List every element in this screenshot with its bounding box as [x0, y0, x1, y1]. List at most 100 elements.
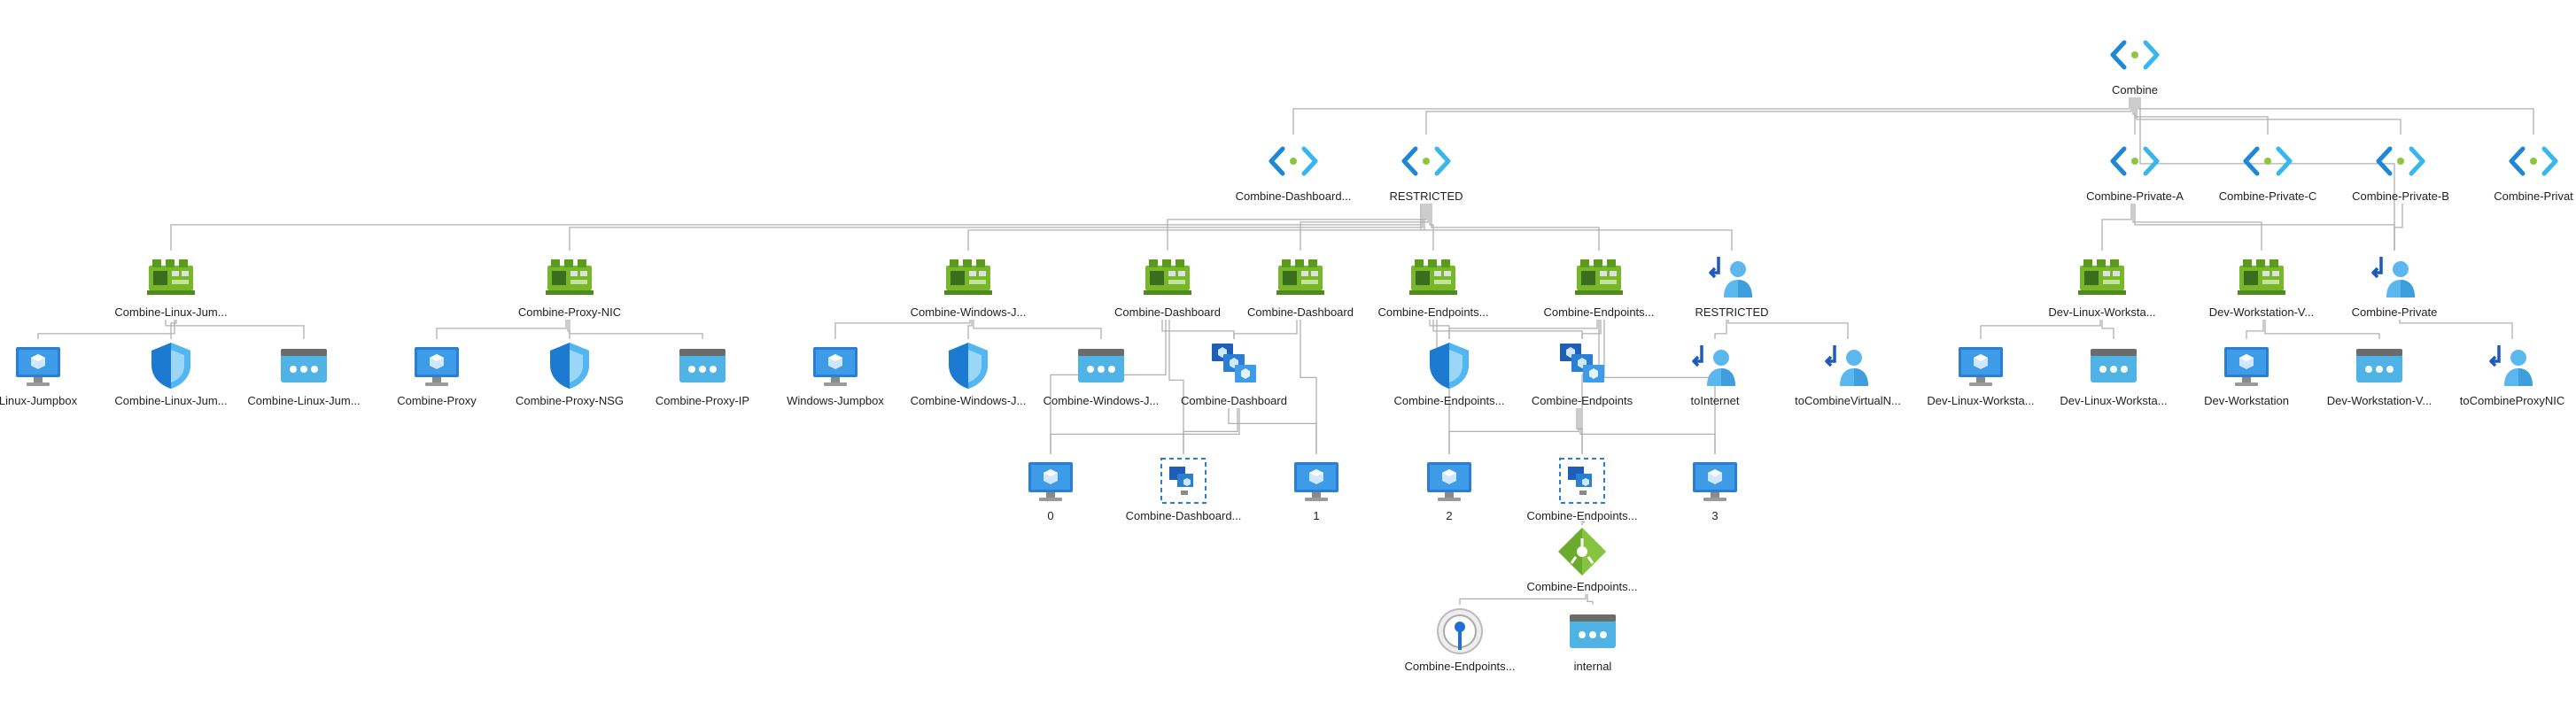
node-dash-nic1[interactable]: Combine-Dashboard — [1070, 251, 1265, 320]
vm-icon — [1025, 455, 1076, 506]
peering-icon — [1822, 340, 1874, 391]
node-label: Dev-Workstation-V... — [2208, 305, 2315, 319]
node-proxy-nic[interactable]: Combine-Proxy-NIC — [472, 251, 667, 320]
node-devlinux-ip[interactable]: Dev-Linux-Worksta... — [2016, 340, 2211, 408]
node-label: Dev-Workstation-V... — [2326, 394, 2432, 407]
node-inst2[interactable]: 2 — [1352, 455, 1547, 523]
node-to-proxy[interactable]: toCombineProxyNIC — [2415, 340, 2576, 408]
node-label: 3 — [1711, 509, 1719, 522]
node-dash-vmss[interactable]: Combine-Dashboard — [1137, 340, 1331, 408]
node-ep-nic1[interactable]: Combine-Endpoints... — [1336, 251, 1531, 320]
edge-devlinux-nic-to-devlinux-vm — [1980, 320, 2101, 339]
node-label: Combine-Proxy-NSG — [515, 394, 625, 407]
node-win-ip[interactable]: Combine-Windows-J... — [1004, 340, 1199, 408]
edge-priv-a-to-devws-nic — [2132, 204, 2262, 251]
public-ip-icon — [677, 340, 728, 391]
vm-icon — [1689, 455, 1741, 506]
node-internal[interactable]: internal — [1495, 606, 1690, 674]
node-linux-ip[interactable]: Combine-Linux-Jum... — [206, 340, 401, 408]
node-label: Combine — [2111, 83, 2159, 97]
vm-icon — [1424, 455, 1475, 506]
node-priv-b[interactable]: Combine-Private-B — [2303, 135, 2498, 204]
node-combine[interactable]: Combine — [2037, 29, 2232, 97]
node-to-vnet[interactable]: toCombineVirtualN... — [1750, 340, 1945, 408]
node-devlinux-vm[interactable]: Dev-Linux-Worksta... — [1883, 340, 2078, 408]
node-label: 2 — [1446, 509, 1453, 522]
node-label: Dev-Linux-Worksta... — [2060, 394, 2168, 407]
scaleset-icon — [1158, 455, 1209, 506]
node-label: toInternet — [1690, 394, 1740, 407]
node-ep-lb[interactable]: Combine-Endpoints... — [1485, 526, 1680, 594]
edge-devws-nic-to-devws-ip — [2264, 320, 2380, 339]
node-dash-nic2[interactable]: Combine-Dashboard — [1203, 251, 1398, 320]
node-label: Combine-Endpoints — [1531, 394, 1633, 407]
vm-icon — [1291, 455, 1342, 506]
node-devlinux-nic[interactable]: Dev-Linux-Worksta... — [2005, 251, 2200, 320]
node-label: Combine-Endpoints... — [1526, 509, 1638, 522]
node-proxy-nsg[interactable]: Combine-Proxy-NSG — [472, 340, 667, 408]
node-to-internet[interactable]: toInternet — [1618, 340, 1812, 408]
node-win-vm[interactable]: Windows-Jumpbox — [738, 340, 933, 408]
node-linux-nsg[interactable]: Combine-Linux-Jum... — [74, 340, 268, 408]
node-inst3[interactable]: 3 — [1618, 455, 1812, 523]
node-ep-scaleset[interactable]: Combine-Endpoints... — [1485, 455, 1680, 523]
node-devws-ip[interactable]: Dev-Workstation-V... — [2282, 340, 2477, 408]
node-label: internal — [1573, 660, 1612, 673]
edge-ep-lb-to-ep-probe — [1459, 594, 1587, 605]
node-restricted[interactable]: RESTRICTED — [1329, 135, 1524, 204]
node-inst1[interactable]: 1 — [1219, 455, 1414, 523]
node-ep-nic2[interactable]: Combine-Endpoints... — [1501, 251, 1696, 320]
node-private-edge[interactable]: Combine-Privat — [2436, 135, 2576, 204]
node-priv-a[interactable]: Combine-Private-A — [2037, 135, 2232, 204]
edge-combine-to-priv-b — [2136, 97, 2401, 135]
node-proxy-ip[interactable]: Combine-Proxy-IP — [605, 340, 800, 408]
edge-restricted-to-proxy-nic — [569, 204, 1424, 251]
node-proxy-vm[interactable]: Combine-Proxy — [339, 340, 534, 408]
edge-ep-lb-to-internal — [1587, 594, 1594, 605]
node-devws-nic[interactable]: Dev-Workstation-V... — [2164, 251, 2359, 320]
node-linux-vm[interactable]: Linux-Jumpbox — [0, 340, 136, 408]
node-label: Combine-Dashboard... — [1125, 509, 1242, 522]
node-ep-probe[interactable]: Combine-Endpoints... — [1362, 606, 1557, 674]
nic-icon — [2076, 251, 2128, 303]
node-ep-vmss[interactable]: Combine-Endpoints — [1485, 340, 1680, 408]
public-ip-icon — [278, 340, 330, 391]
edge-priv-b-to-private-peer — [2394, 204, 2403, 251]
node-win-nic[interactable]: Combine-Windows-J... — [871, 251, 1066, 320]
node-inst0[interactable]: 0 — [953, 455, 1148, 523]
node-label: Combine-Private-B — [2352, 189, 2449, 203]
nic-icon — [1142, 251, 1193, 303]
edge-dash-vmss-to-inst0 — [1050, 408, 1240, 454]
node-dash-scaleset[interactable]: Combine-Dashboard... — [1086, 455, 1281, 523]
nic-icon — [943, 251, 994, 303]
vm-icon — [411, 340, 462, 391]
peering-icon — [2369, 251, 2420, 303]
node-private-peer[interactable]: Combine-Private — [2297, 251, 2492, 320]
node-label: Combine-Private-C — [2218, 189, 2317, 203]
edge-restricted-to-dash-nic2 — [1300, 204, 1429, 251]
node-restricted-peer[interactable]: RESTRICTED — [1634, 251, 1829, 320]
peering-icon — [2487, 340, 2538, 391]
nsg-icon — [943, 340, 994, 391]
node-devws-vm[interactable]: Dev-Workstation — [2149, 340, 2344, 408]
edge-ep-nic1-to-ep-vmss — [1432, 320, 1583, 339]
node-label: Combine-Windows-J... — [1043, 394, 1160, 407]
edge-dash-vmss-to-dash-scaleset — [1183, 408, 1238, 454]
node-label: Combine-Private-A — [2086, 189, 2184, 203]
node-label: Combine-Proxy — [397, 394, 477, 407]
node-label: Combine-Windows-J... — [910, 394, 1027, 407]
node-dash-vnet[interactable]: Combine-Dashboard... — [1196, 135, 1391, 204]
node-ep-nsg[interactable]: Combine-Endpoints... — [1352, 340, 1547, 408]
edge-ep-vmss-to-inst2 — [1448, 408, 1579, 454]
edge-restricted-to-restricted-peer — [1420, 204, 1733, 251]
node-win-nsg[interactable]: Combine-Windows-J... — [871, 340, 1066, 408]
node-label: Linux-Jumpbox — [0, 394, 78, 407]
edge-restricted-to-win-nic — [967, 204, 1425, 251]
node-priv-c[interactable]: Combine-Private-C — [2170, 135, 2365, 204]
nsg-icon — [145, 340, 197, 391]
node-label: Combine-Endpoints... — [1543, 305, 1655, 319]
node-label: Combine-Proxy-NIC — [517, 305, 622, 319]
nsg-icon — [1424, 340, 1475, 391]
node-linux-nic[interactable]: Combine-Linux-Jum... — [74, 251, 268, 320]
node-label: Windows-Jumpbox — [787, 394, 884, 407]
